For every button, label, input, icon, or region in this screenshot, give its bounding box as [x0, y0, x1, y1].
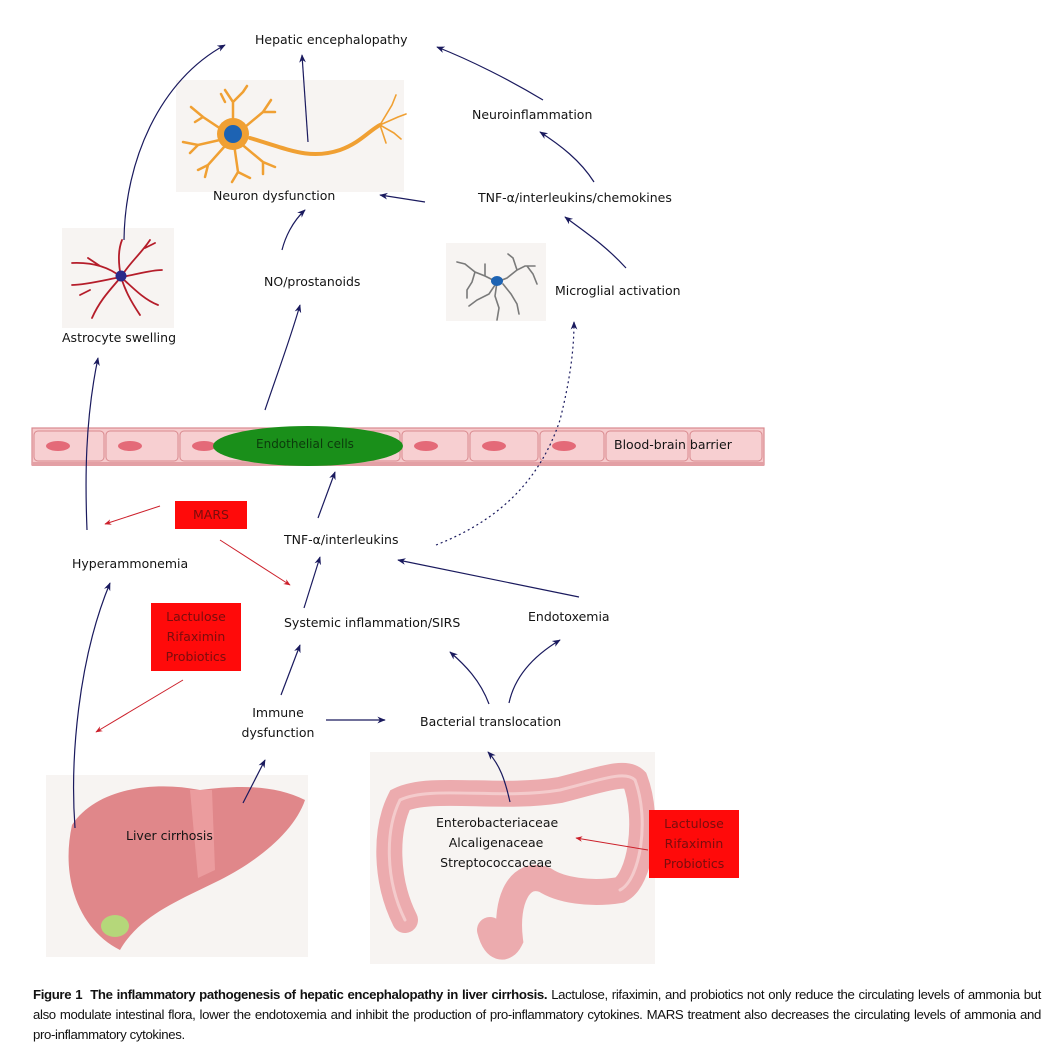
arrow-liver-to-hyperammonemia [73, 582, 111, 829]
arrow-flora-to-translocation [487, 751, 511, 803]
neuron-icon [181, 84, 407, 184]
node-liver-cirrhosis: Liver cirrhosis [126, 828, 213, 843]
cell-nucleus [552, 441, 576, 451]
dysfunction-line: dysfunction [241, 725, 315, 740]
treatment-box-left: Lactulose Rifaximin Probiotics [151, 603, 241, 671]
arrow-astrocyte-to-he [123, 44, 226, 241]
diagram-graphics [31, 44, 765, 960]
arrow-liver-to-immune [242, 759, 266, 804]
node-endotoxemia: Endotoxemia [528, 609, 610, 624]
arrow-tnf-to-endothelial [317, 471, 336, 519]
arrow-hyperammonemia-to-astrocyte [85, 357, 100, 531]
caption-label: Figure 1 [33, 987, 83, 1002]
node-immune-dysfunction: Immune dysfunction [236, 703, 320, 743]
caption-body: Lactulose, rifaximin, and probiotics not… [33, 987, 1041, 1042]
immune-line: Immune [252, 705, 304, 720]
endothelial-cells-ellipse [213, 426, 403, 466]
treatment-probiotics: Probiotics [165, 649, 227, 664]
treatment-box-right: Lactulose Rifaximin Probiotics [649, 810, 739, 878]
microglia-icon [456, 253, 538, 321]
pathogenesis-diagram: Hepatic encephalopathy Neuroinflammation… [31, 32, 765, 964]
node-astrocyte-swelling: Astrocyte swelling [62, 330, 177, 345]
arrow-endotoxemia-to-tnf [397, 558, 580, 598]
node-systemic-inflammation: Systemic inflammation/SIRS [284, 615, 461, 630]
astrocyte-icon [71, 239, 163, 319]
treatment-probiotics: Probiotics [663, 856, 725, 871]
arrow-neuroinflammation-to-he [436, 46, 544, 101]
caption-title: The inflammatory pathogenesis of hepatic… [90, 987, 548, 1002]
cell-nucleus [482, 441, 506, 451]
arrow-sirs-to-tnf [303, 556, 321, 609]
node-hyperammonemia: Hyperammonemia [72, 556, 189, 571]
arrow-immune-to-sirs [280, 644, 301, 696]
liver-icon [68, 786, 305, 950]
arrow-translocation-to-endotoxemia [508, 639, 561, 704]
arrow-drugs-to-flora [575, 836, 649, 851]
arrow-endothelial-to-no [264, 304, 302, 411]
treatment-lactulose: Lactulose [166, 609, 226, 624]
arrow-microglia-to-tnfchemo [564, 216, 627, 269]
node-neuroinflammation: Neuroinflammation [472, 107, 593, 122]
arrow-no-to-neuron [281, 209, 306, 251]
flora-enterobacteriaceae: Enterobacteriaceae [436, 815, 559, 830]
treatment-rifaximin: Rifaximin [664, 836, 724, 851]
node-gut-flora: Enterobacteriaceae Alcaligenaceae Strept… [436, 813, 559, 873]
flora-streptococcaceae: Streptococcaceae [440, 855, 552, 870]
node-neuron-dysfunction: Neuron dysfunction [213, 188, 336, 203]
arrow-tnfchemo-to-neuron [379, 192, 426, 203]
endothelial-cell [605, 430, 689, 462]
node-no-prostanoids: NO/prostanoids [264, 274, 361, 289]
treatment-rifaximin: Rifaximin [166, 629, 226, 644]
node-tnf-chemokines: TNF-α/interleukins/chemokines [478, 190, 672, 205]
cell-nucleus [414, 441, 438, 451]
pathway-arrows [73, 44, 627, 829]
flora-alcaligenaceae: Alcaligenaceae [448, 835, 544, 850]
arrow-translocation-to-sirs [449, 651, 490, 705]
figure-caption: Figure 1 The inflammatory pathogenesis o… [33, 985, 1041, 1045]
treatment-mars-box: MARS [175, 501, 247, 529]
arrow-neuron-to-he [299, 54, 309, 143]
arrow-tnfchemo-to-neuroinflammation [539, 131, 595, 183]
arrow-mars-to-hyperammonemia [104, 505, 161, 525]
node-endothelial-cells: Endothelial cells [256, 437, 354, 451]
treatment-lactulose: Lactulose [664, 816, 724, 831]
arrow-tnf-to-microglia [435, 321, 578, 546]
cell-nucleus [118, 441, 142, 451]
cell-nucleus [46, 441, 70, 451]
cell-nucleus [192, 441, 216, 451]
node-microglial-activation: Microglial activation [555, 283, 681, 298]
node-blood-brain-barrier: Blood-brain barrier [614, 437, 732, 452]
endothelial-cell [689, 430, 763, 462]
node-hepatic-encephalopathy: Hepatic encephalopathy [255, 32, 408, 47]
arrow-mars-to-sirs [219, 539, 291, 586]
colon-icon [376, 762, 656, 960]
arrow-drugs-to-hyperammonemia [95, 679, 184, 733]
treatment-arrows [95, 505, 649, 851]
node-tnf-interleukins: TNF-α/interleukins [284, 532, 399, 547]
node-bacterial-translocation: Bacterial translocation [420, 714, 562, 729]
treatment-mars-label: MARS [193, 507, 229, 522]
